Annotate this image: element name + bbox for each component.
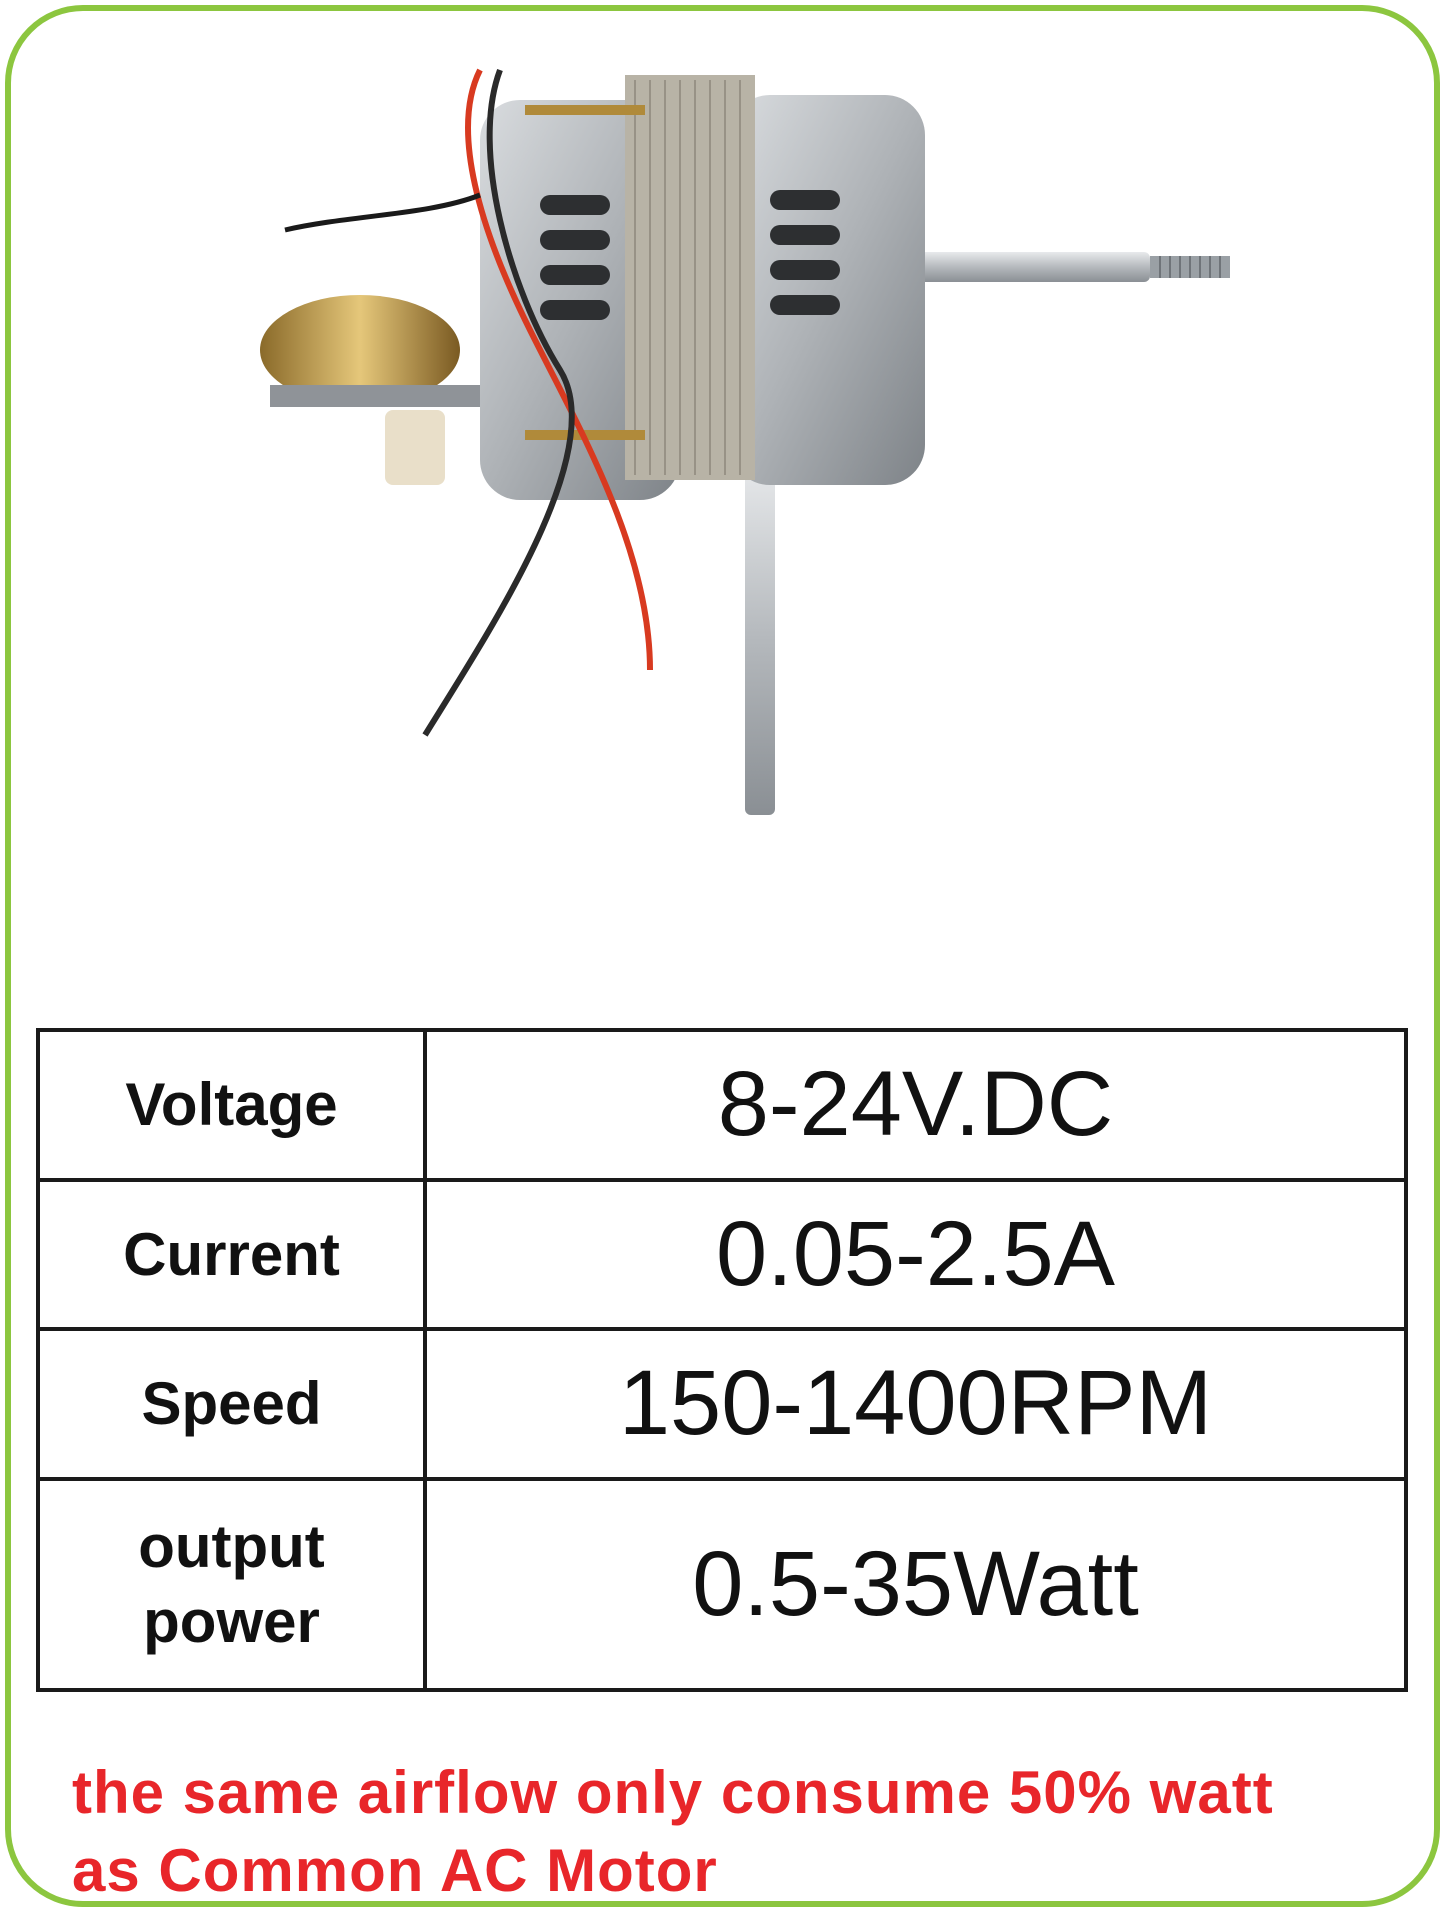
spec-label-speed: Speed: [36, 1327, 427, 1481]
spec-row-voltage: Voltage 8-24V.DC: [36, 1028, 1408, 1182]
spec-value-voltage-text: 8-24V.DC: [717, 1053, 1114, 1156]
spec-label-voltage: Voltage: [36, 1028, 427, 1182]
efficiency-note-line2: as Common AC Motor: [72, 1837, 718, 1904]
spec-value-current: 0.05-2.5A: [423, 1177, 1408, 1332]
spec-label-output-power-line1: output: [138, 1513, 325, 1581]
spec-table: Voltage 8-24V.DC Current 0.05-2.5A Speed…: [36, 1028, 1408, 1693]
motor-photo: [260, 68, 1230, 815]
spec-value-speed-text: 150-1400RPM: [618, 1352, 1213, 1455]
spec-label-output-power-line2: power: [143, 1588, 320, 1656]
efficiency-note-line1: the same airflow only consume 50% watt: [72, 1759, 1274, 1826]
spec-value-voltage: 8-24V.DC: [423, 1028, 1408, 1182]
spec-row-speed: Speed 150-1400RPM: [36, 1327, 1408, 1481]
spec-label-output-power: output power: [36, 1476, 427, 1693]
spec-row-current: Current 0.05-2.5A: [36, 1177, 1408, 1332]
spec-label-current: Current: [36, 1177, 427, 1332]
spec-row-output-power: output power 0.5-35Watt: [36, 1476, 1408, 1693]
spec-value-output-power-text: 0.5-35Watt: [692, 1532, 1139, 1635]
spec-value-speed: 150-1400RPM: [423, 1327, 1408, 1481]
spec-value-output-power: 0.5-35Watt: [423, 1476, 1408, 1693]
efficiency-note: the same airflow only consume 50% watt a…: [72, 1754, 1412, 1910]
spec-value-current-text: 0.05-2.5A: [716, 1202, 1115, 1305]
